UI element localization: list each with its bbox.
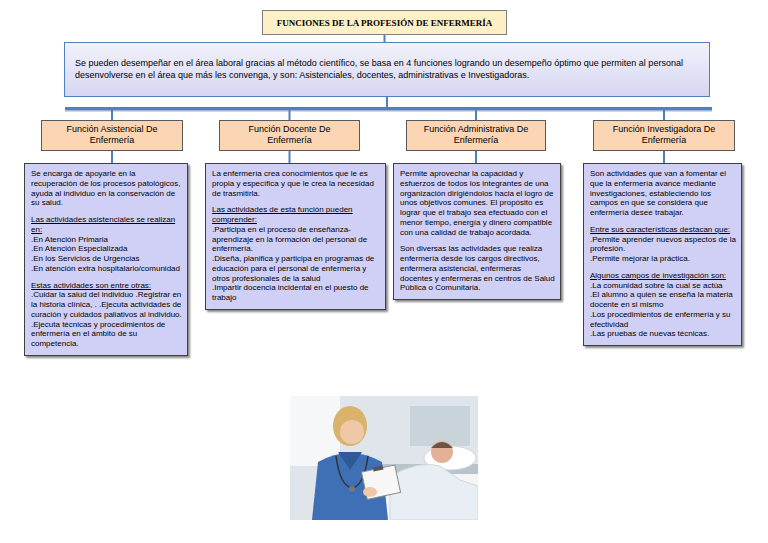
- intro-text: Se pueden desempeñar en el área laboral …: [75, 58, 699, 81]
- function-heading: Función Docente De Enfermería: [226, 124, 353, 147]
- patient-head: [431, 441, 453, 463]
- connector: [475, 151, 477, 164]
- nurse-face: [340, 420, 364, 444]
- wall-panel: [410, 406, 470, 446]
- title-text: FUNCIONES DE LA PROFESIÓN DE ENFERMERÍA: [269, 18, 500, 28]
- list-item: .Permite mejorar la práctica.: [590, 254, 736, 264]
- stethoscope-head: [349, 486, 355, 492]
- list-item: .Diseña, planifica y participa en progra…: [212, 254, 380, 283]
- paragraph-text: La enfermería crea conocimientos que le …: [212, 169, 380, 198]
- intro-box: Se pueden desempeñar en el área laboral …: [64, 42, 710, 97]
- list-item: .La comunidad sobre la cual se actúa: [590, 281, 736, 291]
- list-item: .En Atención Primaria: [31, 235, 182, 245]
- list-item: .El alumno a quien se enseña la materia …: [590, 290, 736, 310]
- connector: [387, 97, 664, 120]
- connector: [289, 151, 291, 164]
- list-item: .Las pruebas de nuevas técnicas.: [590, 329, 736, 339]
- function-heading: Función Asistencial De Enfermería: [48, 124, 176, 147]
- title-box: FUNCIONES DE LA PROFESIÓN DE ENFERMERÍA: [262, 10, 507, 35]
- section-heading: Las actividades asistenciales se realiza…: [31, 215, 182, 235]
- list-item: .Los procedimientos de enfermería y su e…: [590, 310, 736, 330]
- function-heading: Función Administrativa De Enfermería: [413, 124, 539, 147]
- connector: [384, 35, 386, 42]
- paragraph-text: Se encarga de apoyarle en la recuperació…: [31, 169, 182, 208]
- section-heading: Algunos campos de investigación son:: [590, 271, 736, 281]
- nurse-hand: [363, 487, 377, 497]
- list-item: .En Atención Especializada: [31, 244, 182, 254]
- photo-background: [290, 396, 478, 520]
- window: [290, 396, 340, 466]
- connector: [290, 97, 388, 120]
- nurse-hair: [333, 406, 367, 446]
- section-heading: Entre sus características destacan que:: [590, 225, 736, 235]
- description-box: Se encarga de apoyarle en la recuperació…: [24, 163, 188, 356]
- nurse-photo: [290, 396, 478, 520]
- function-header: Función Administrativa De Enfermería: [406, 120, 546, 151]
- function-header: Función Investigadora De Enfermería: [593, 120, 735, 151]
- function-heading: Función Investigadora De Enfermería: [600, 124, 728, 147]
- list-item: .Impartir docencia incidental en el pues…: [212, 283, 380, 303]
- bar-shade: [65, 110, 712, 112]
- section-heading: Las actividades de esta función pueden c…: [212, 205, 380, 225]
- list-item: .Permite aprender nuevos aspectos de la …: [590, 235, 736, 255]
- description-box: La enfermería crea conocimientos que le …: [205, 163, 386, 310]
- blanket: [390, 464, 478, 520]
- scrubs-collar: [338, 452, 362, 470]
- patient-hair: [431, 442, 453, 448]
- paragraph-text: Son actividades que van a fomentar el qu…: [590, 169, 736, 218]
- connector: [663, 151, 665, 164]
- section-heading: Estas actividades son entre otras:: [31, 281, 182, 291]
- function-header: Función Docente De Enfermería: [219, 120, 360, 151]
- list-item: .En los Servicios de Urgencias: [31, 254, 182, 264]
- paragraph-text: Permite aprovechar la capacidad y esfuer…: [400, 169, 555, 237]
- description-box: Permite aprovechar la capacidad y esfuer…: [393, 163, 561, 300]
- list-item: .Cuidar la salud del individuo .Registra…: [31, 290, 182, 349]
- connector: [112, 97, 387, 120]
- clipboard-clip: [373, 466, 384, 472]
- clipboard: [361, 465, 400, 499]
- connector: [111, 151, 113, 164]
- function-header: Función Asistencial De Enfermería: [41, 120, 183, 151]
- list-item: .En atención extra hospitalario/comunida…: [31, 264, 182, 274]
- paragraph-text: Son diversas las actividades que realiza…: [400, 244, 555, 293]
- list-item: .Participa en el proceso de enseñanza-ap…: [212, 225, 380, 254]
- description-box: Son actividades que van a fomentar el qu…: [583, 163, 742, 346]
